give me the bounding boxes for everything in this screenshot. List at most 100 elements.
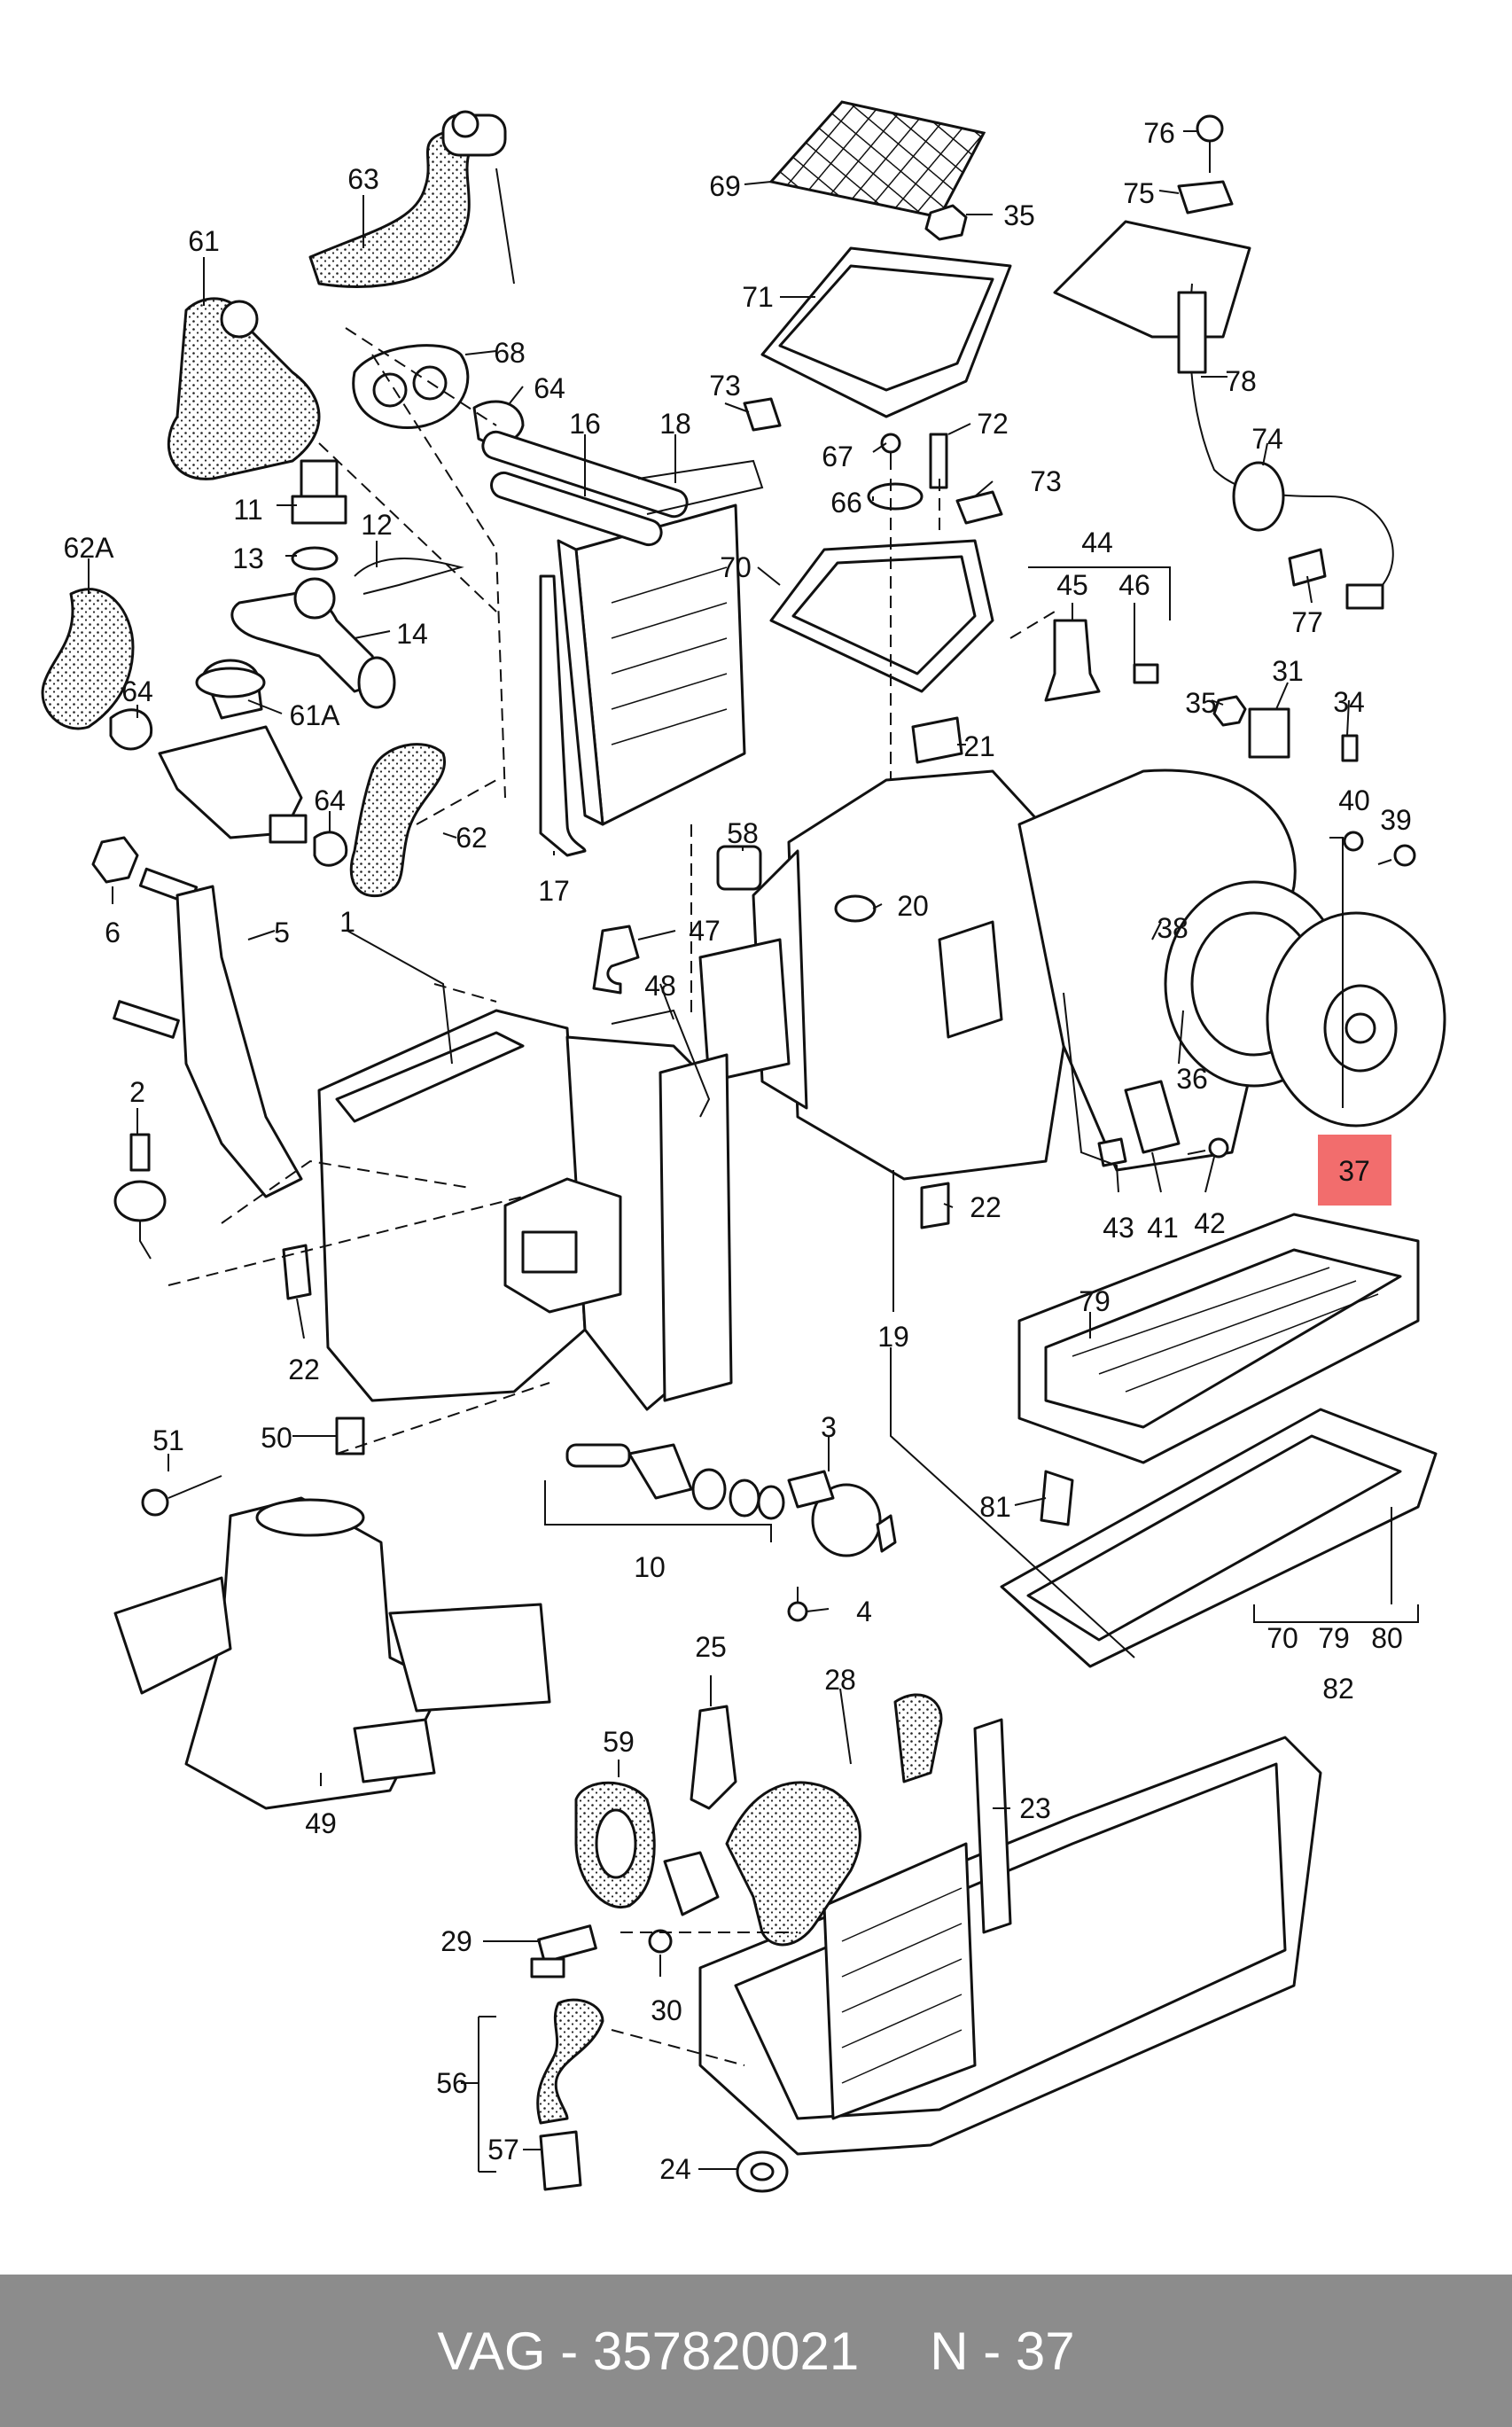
footer-part-reference: VAG - 357820021 bbox=[437, 2321, 860, 2381]
series-resistor-41 bbox=[1124, 1080, 1181, 1154]
callout-43: 43 bbox=[1103, 1212, 1134, 1244]
callout-79: 79 bbox=[1079, 1285, 1111, 1317]
callout-46: 46 bbox=[1118, 569, 1150, 601]
stud-bolt-1 bbox=[113, 1000, 180, 1039]
bracket-25 bbox=[690, 1705, 737, 1810]
callout-64: 64 bbox=[314, 784, 346, 816]
callout-25: 25 bbox=[695, 1631, 727, 1663]
clip-22-left bbox=[282, 1244, 312, 1300]
callout-30: 30 bbox=[651, 1994, 682, 2026]
clip-22-right bbox=[920, 1182, 950, 1229]
callout-74: 74 bbox=[1251, 423, 1283, 455]
leader-lines bbox=[88, 130, 1419, 2173]
callout-2: 2 bbox=[129, 1076, 145, 1108]
screw-76 bbox=[1196, 114, 1224, 173]
coolant-temp-sender-11 bbox=[291, 459, 347, 525]
callout-70: 70 bbox=[1266, 1622, 1298, 1654]
callout-18: 18 bbox=[659, 408, 691, 440]
grille-69 bbox=[768, 100, 986, 219]
hose-47 bbox=[592, 925, 640, 995]
callout-73: 73 bbox=[709, 370, 741, 402]
air-duct-49 bbox=[113, 1496, 551, 1810]
clip-12 bbox=[354, 558, 464, 595]
callout-14: 14 bbox=[396, 618, 428, 650]
callout-45: 45 bbox=[1056, 569, 1088, 601]
bracket-5 bbox=[175, 885, 303, 1198]
coolant-flange-14 bbox=[230, 577, 396, 709]
o-ring-30 bbox=[648, 1929, 673, 1954]
blower-regulator-44 bbox=[1044, 619, 1159, 702]
screw-4 bbox=[787, 1587, 808, 1622]
heater-housing-1 bbox=[317, 1009, 733, 1411]
heater-core-16 bbox=[481, 430, 746, 826]
callout-22: 22 bbox=[970, 1191, 1002, 1223]
callout-23: 23 bbox=[1019, 1792, 1051, 1824]
callout-35: 35 bbox=[1185, 687, 1217, 719]
highlight-callout-37[interactable]: 37 bbox=[1318, 1135, 1391, 1206]
screw-67 bbox=[880, 433, 901, 470]
callout-40: 40 bbox=[1338, 784, 1370, 816]
clip-77 bbox=[1288, 548, 1327, 587]
callout-66: 66 bbox=[830, 487, 862, 519]
screw-42 bbox=[1187, 1137, 1229, 1159]
clip-73-a bbox=[743, 397, 782, 432]
bracket-75 bbox=[1177, 180, 1234, 215]
callout-12: 12 bbox=[361, 509, 393, 541]
callout-58: 58 bbox=[727, 817, 759, 849]
callout-22: 22 bbox=[288, 1354, 320, 1385]
connection-lines bbox=[168, 327, 1056, 2066]
gasket-48 bbox=[611, 1009, 711, 1118]
grommet-58 bbox=[716, 845, 762, 891]
callout-57: 57 bbox=[487, 2134, 519, 2166]
frame-70 bbox=[769, 539, 994, 693]
exploded-parts-diagram: 7675693563617178686416187372741167736612… bbox=[41, 100, 1446, 2193]
callout-24: 24 bbox=[659, 2153, 691, 2185]
callout-62a: 62A bbox=[64, 532, 115, 564]
nut-35-top bbox=[924, 204, 968, 241]
washer-66 bbox=[867, 482, 924, 511]
plenum-housing-19 bbox=[698, 769, 1092, 1181]
seal-grommet-68 bbox=[352, 344, 470, 429]
callout-17: 17 bbox=[538, 875, 570, 907]
callout-73: 73 bbox=[1030, 465, 1062, 497]
callout-75: 75 bbox=[1123, 177, 1155, 209]
callout-62: 62 bbox=[456, 822, 487, 854]
screw-51 bbox=[141, 1475, 222, 1517]
evaporator-core-28 bbox=[822, 1842, 977, 2120]
drain-valve-57 bbox=[539, 2130, 582, 2191]
callout-1: 1 bbox=[339, 906, 355, 938]
vacuum-unit-3 bbox=[787, 1470, 897, 1557]
callout-81: 81 bbox=[979, 1491, 1011, 1523]
hose-63 bbox=[308, 110, 515, 288]
callout-28: 28 bbox=[824, 1664, 856, 1696]
seal-20 bbox=[834, 894, 877, 923]
callout-16: 16 bbox=[569, 408, 601, 440]
coolant-valve-61A bbox=[158, 659, 308, 844]
washer-40 bbox=[1343, 831, 1364, 852]
cowl-body-section bbox=[1053, 220, 1251, 339]
expansion-valve-fitting bbox=[663, 1851, 720, 1916]
footer-bar: VAG - 357820021 N - 37 bbox=[0, 2275, 1512, 2427]
callout-38: 38 bbox=[1157, 912, 1189, 944]
callout-61: 61 bbox=[188, 225, 220, 257]
o-ring-13 bbox=[291, 546, 339, 571]
highlight-box bbox=[1318, 1135, 1391, 1206]
filter-frame-79 bbox=[1017, 1213, 1420, 1464]
callout-61a: 61A bbox=[290, 699, 341, 731]
hose-28-refrigerant bbox=[725, 1693, 943, 1947]
callout-4: 4 bbox=[856, 1596, 872, 1627]
callout-42: 42 bbox=[1194, 1207, 1226, 1239]
callout-51: 51 bbox=[152, 1424, 184, 1456]
callout-34: 34 bbox=[1333, 686, 1365, 718]
callout-36: 36 bbox=[1176, 1063, 1208, 1095]
callout-76: 76 bbox=[1143, 117, 1175, 149]
clamp-64-c bbox=[313, 831, 348, 867]
callout-79: 79 bbox=[1318, 1622, 1350, 1654]
callout-80: 80 bbox=[1371, 1622, 1403, 1654]
callout-29: 29 bbox=[440, 1925, 472, 1957]
callout-19: 19 bbox=[877, 1321, 909, 1353]
highlight-label: 37 bbox=[1338, 1155, 1370, 1187]
nut-6 bbox=[91, 836, 139, 884]
filter-tray-80 bbox=[1000, 1408, 1438, 1668]
